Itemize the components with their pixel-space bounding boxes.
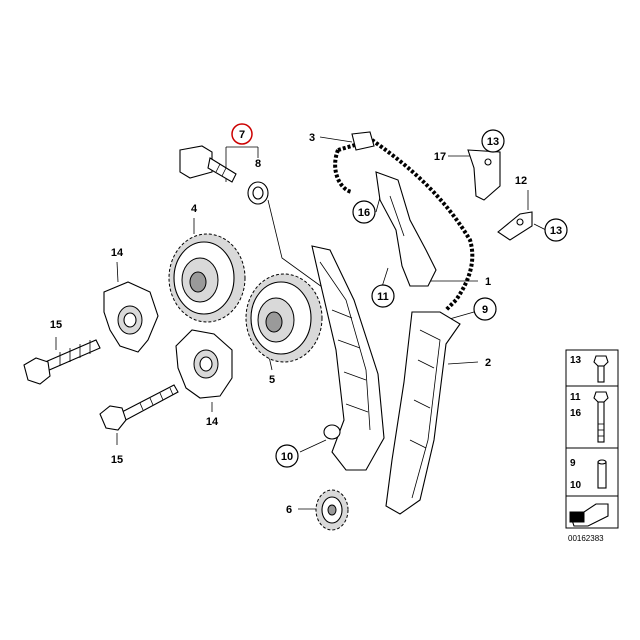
label-8[interactable]: 8	[255, 158, 261, 170]
part-labels: 7 8 3 4 14 15 5 14 15 6 1 2 17 12 13 13 …	[50, 123, 568, 516]
legend-16: 16	[570, 408, 582, 419]
legend-10: 10	[570, 480, 582, 491]
label-13-lower: 13	[550, 225, 562, 237]
reference-number: 00162383	[568, 534, 604, 543]
label-14-lower[interactable]: 14	[206, 416, 219, 428]
label-3[interactable]: 3	[309, 132, 315, 144]
bracket-part-17	[467, 149, 501, 201]
legend-panel: 13 11 16 9 10	[565, 349, 619, 529]
direction-arrow-icon	[569, 503, 609, 527]
label-1[interactable]: 1	[485, 276, 491, 288]
sensor-wheel-upper-part-14	[103, 281, 159, 353]
label-16: 16	[358, 207, 370, 219]
label-15-upper[interactable]: 15	[50, 319, 62, 331]
clip-part-12	[497, 211, 533, 241]
label-circle-16[interactable]	[352, 200, 376, 224]
timing-chain-part-1	[333, 131, 475, 312]
guide-rail-part-2	[385, 311, 461, 515]
legend-bolt-13-icon	[593, 355, 609, 383]
legend-11: 11	[570, 392, 581, 403]
label-4[interactable]: 4	[191, 203, 198, 215]
label-13-upper: 13	[487, 136, 499, 148]
tensioner-rail	[311, 245, 385, 471]
label-circle-7[interactable]	[231, 123, 253, 145]
label-12[interactable]: 12	[515, 175, 527, 187]
leader-lines	[55, 136, 547, 510]
legend-bolt-11-16-icon	[593, 391, 609, 443]
label-2[interactable]: 2	[485, 357, 491, 369]
legend-pin-9-10-icon	[597, 459, 607, 489]
camshaft-sprocket-part-4	[168, 233, 246, 323]
seal-ring-part-8	[247, 181, 269, 205]
slide-rail-part-16	[375, 171, 437, 287]
label-circle-13b[interactable]	[544, 218, 568, 242]
label-7: 7	[239, 129, 245, 141]
central-bolt-part-7	[179, 145, 237, 183]
legend-13: 13	[570, 355, 582, 366]
label-17[interactable]: 17	[434, 151, 446, 163]
label-6[interactable]: 6	[286, 504, 292, 516]
label-5[interactable]: 5	[269, 374, 275, 386]
label-15-lower[interactable]: 15	[111, 454, 123, 466]
camshaft-sprocket-part-5	[245, 273, 323, 363]
label-11: 11	[377, 291, 389, 303]
label-10: 10	[281, 451, 293, 463]
bolt-upper-part-15	[23, 339, 101, 385]
label-circle-9[interactable]	[473, 297, 497, 321]
label-circle-10[interactable]	[275, 444, 299, 468]
label-9: 9	[482, 304, 488, 316]
legend-9: 9	[570, 458, 576, 469]
bolt-lower-part-15	[99, 384, 179, 431]
label-circle-13a[interactable]	[481, 129, 505, 153]
sensor-wheel-lower-part-14	[175, 329, 233, 399]
crankshaft-sprocket-part-6	[315, 489, 349, 531]
label-14-upper[interactable]: 14	[111, 247, 124, 259]
label-circle-11[interactable]	[371, 284, 395, 308]
